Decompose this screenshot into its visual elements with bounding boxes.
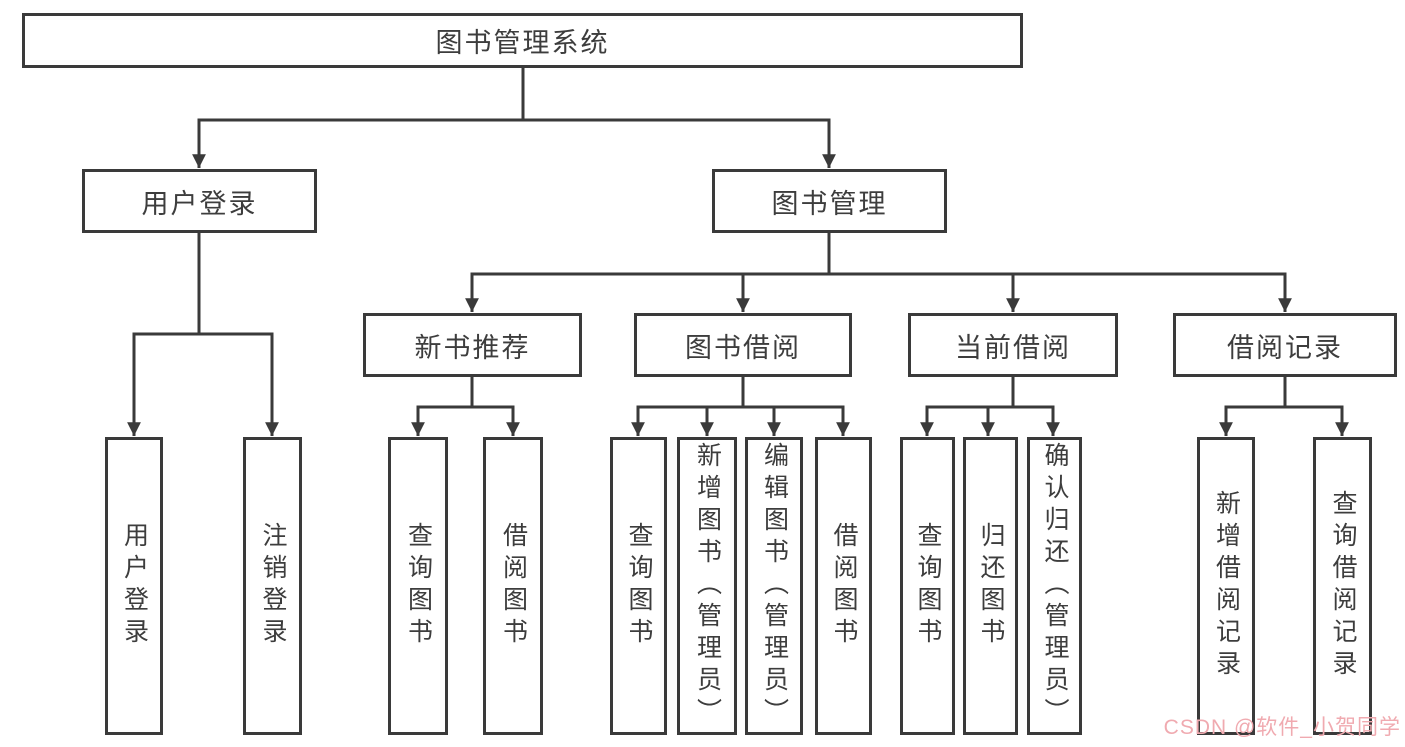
leaf-borrow-books: 借阅图书: [815, 437, 872, 735]
node-library-management-system: 图书管理系统: [22, 13, 1023, 68]
node-book-management: 图书管理: [712, 169, 947, 233]
leaf-label: 确认归还（管理员）: [1041, 442, 1069, 730]
leaf-label: 借阅图书: [830, 522, 858, 650]
node-borrow-records: 借阅记录: [1173, 313, 1397, 377]
leaf-label: 编辑图书（管理员）: [760, 442, 789, 730]
node-user-login: 用户登录: [82, 169, 317, 233]
leaf-label: 归还图书: [977, 522, 1005, 650]
leaf-label: 用户登录: [120, 522, 149, 650]
leaf-label: 注销登录: [259, 522, 287, 650]
node-new-book-recommend: 新书推荐: [363, 313, 582, 377]
watermark: CSDN @软件_小贺同学: [1163, 716, 1401, 739]
leaf-label: 查询借阅记录: [1329, 490, 1357, 682]
leaf-label: 新增图书（管理员）: [693, 442, 722, 730]
node-label: 图书借阅: [685, 332, 801, 363]
leaf-query-borrow-record: 查询借阅记录: [1313, 437, 1372, 735]
node-label: 当前借阅: [955, 332, 1071, 363]
leaf-label: 查询图书: [914, 522, 942, 650]
node-label: 图书管理: [771, 188, 888, 219]
leaf-query-books-current: 查询图书: [900, 437, 955, 735]
node-current-borrow: 当前借阅: [908, 313, 1118, 377]
leaf-label: 借阅图书: [499, 522, 528, 650]
leaf-confirm-return-admin: 确认归还（管理员）: [1027, 437, 1082, 735]
leaf-label: 查询图书: [404, 522, 433, 650]
leaf-query-books-borrow: 查询图书: [610, 437, 667, 735]
leaf-label: 查询图书: [625, 522, 653, 650]
leaf-label: 新增借阅记录: [1212, 490, 1241, 682]
leaf-edit-book-admin: 编辑图书（管理员）: [745, 437, 803, 735]
node-label: 借阅记录: [1227, 332, 1343, 363]
leaf-add-borrow-record: 新增借阅记录: [1197, 437, 1255, 735]
leaf-user-login: 用户登录: [105, 437, 163, 735]
node-label: 用户登录: [141, 188, 258, 219]
leaf-query-books-recommend: 查询图书: [388, 437, 448, 735]
node-label: 新书推荐: [414, 332, 531, 363]
leaf-add-book-admin: 新增图书（管理员）: [677, 437, 737, 735]
leaf-return-books: 归还图书: [963, 437, 1018, 735]
leaf-logout: 注销登录: [243, 437, 302, 735]
node-book-borrow: 图书借阅: [634, 313, 852, 377]
leaf-borrow-books-recommend: 借阅图书: [483, 437, 543, 735]
node-label: 图书管理系统: [435, 28, 610, 58]
